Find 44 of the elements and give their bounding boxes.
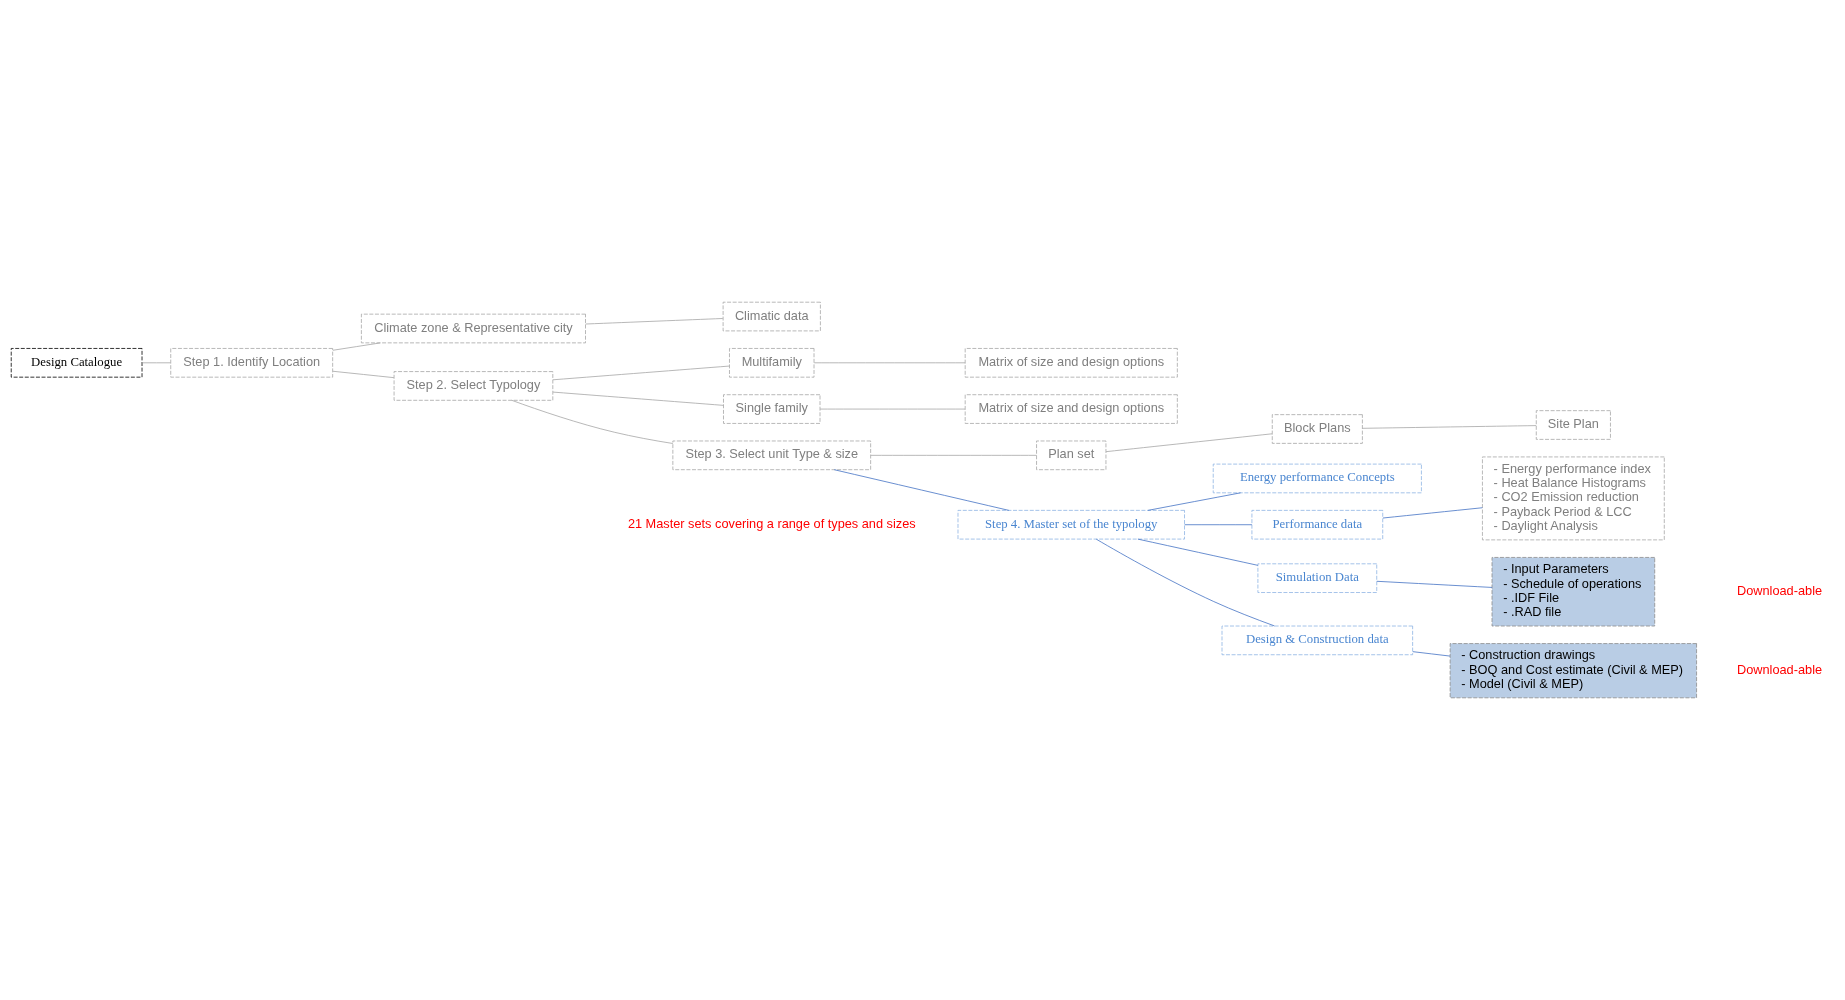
connector [552, 365, 730, 381]
node-box: Step 3. Select unit Type & size [672, 440, 872, 471]
node-box: Site Plan [1535, 410, 1611, 440]
label: Download-able [1737, 661, 1823, 677]
connector [1137, 538, 1259, 566]
node-box: Climate zone & Representative city [361, 313, 586, 344]
connector [1095, 538, 1275, 627]
connector [332, 370, 395, 379]
node-box: Energy performance Concepts [1212, 463, 1422, 494]
node-box: Design & Construction data [1221, 625, 1414, 656]
connector [332, 342, 381, 351]
connector [1147, 492, 1241, 511]
connector [870, 454, 1037, 456]
connector [552, 391, 724, 406]
node-box: Matrix of size and design options [964, 394, 1178, 424]
connector [1382, 507, 1483, 519]
connector [819, 408, 966, 410]
connector [511, 399, 674, 444]
connector [1184, 524, 1253, 526]
node-box: - Construction drawings - BOQ and Cost estimate (Civil & MEP) - Model (Civil & MEP) [1449, 643, 1697, 699]
node-box: Single family [723, 394, 821, 424]
node-box: Plan set [1036, 440, 1107, 471]
node-box: Step 1. Identify Location [170, 348, 334, 378]
connector [1105, 433, 1273, 453]
node-box: Design Catalogue [10, 348, 143, 378]
node-box: Step 4. Master set of the typology [957, 509, 1185, 540]
connector [141, 362, 171, 364]
node-box: - Energy performance index - Heat Balance Histograms - CO2 Emission reduction - Payback Period & LCC - Daylight Analysis [1482, 456, 1665, 541]
node-box: Matrix of size and design options [964, 348, 1178, 378]
connector [585, 318, 724, 325]
node-box: Climatic data [722, 301, 821, 332]
node-box: Multifamily [729, 348, 815, 378]
node-box: Simulation Data [1257, 563, 1378, 593]
connector [1362, 425, 1537, 429]
node-box: - Input Parameters - Schedule of operations - .IDF File - .RAD file [1491, 557, 1656, 627]
connector [833, 469, 1010, 511]
connector [1376, 580, 1493, 588]
node-box: Block Plans [1271, 414, 1363, 444]
connector [813, 362, 966, 364]
node-box: Performance data [1251, 509, 1384, 540]
connector [1412, 651, 1451, 657]
label: 21 Master sets covering a range of types and sizes [627, 515, 916, 531]
node-box: Step 2. Select Typology [393, 371, 554, 401]
label: Download-able [1737, 582, 1823, 598]
